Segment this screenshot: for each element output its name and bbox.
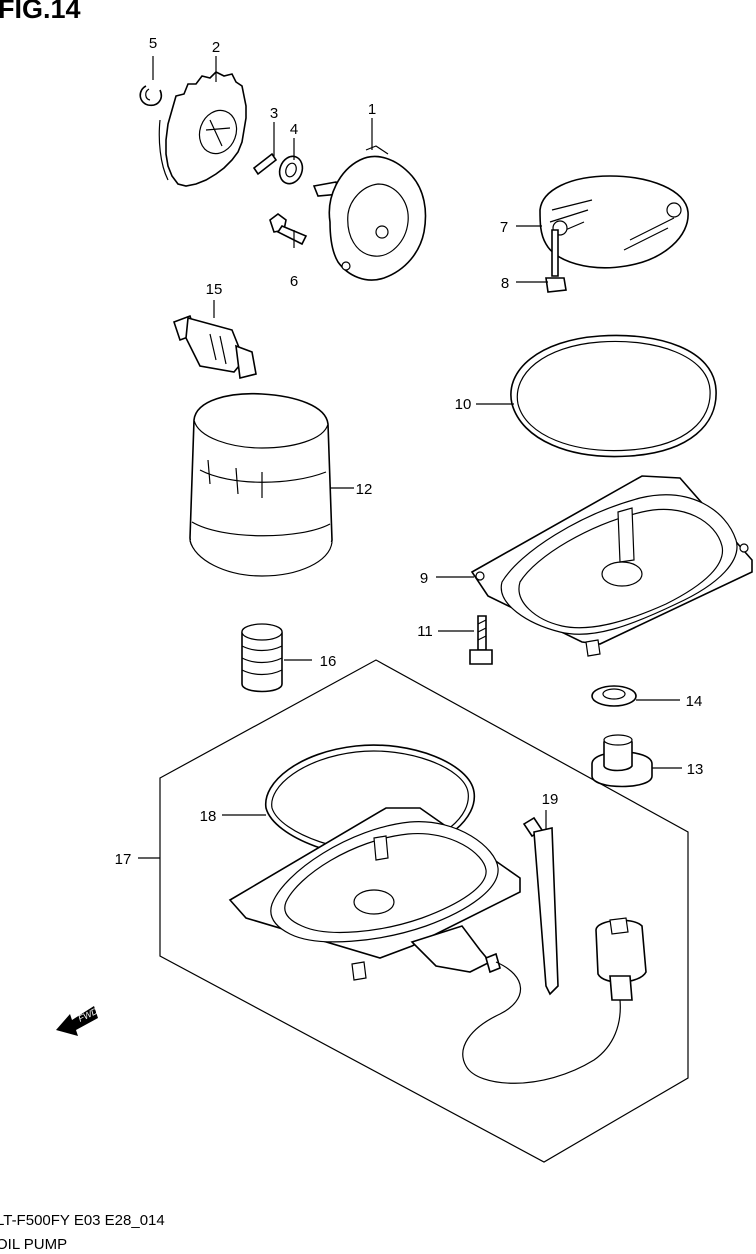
callout-15: 15 (206, 281, 223, 298)
callout-8: 8 (501, 275, 509, 292)
diagram-code: LT-F500FY E03 E28_014 (0, 1212, 165, 1229)
callout-10: 10 (455, 396, 472, 413)
part-3-pin[interactable] (252, 152, 278, 176)
callout-2: 2 (212, 39, 220, 56)
part-11-bolt[interactable] (469, 615, 493, 665)
part-6-bolt[interactable] (269, 213, 308, 246)
callout-7: 7 (500, 219, 508, 236)
callout-19: 19 (542, 791, 559, 808)
callout-14: 14 (686, 693, 703, 710)
callout-16: 16 (320, 653, 337, 670)
part-10-o-ring[interactable] (510, 334, 717, 458)
part-7-oil-strainer[interactable] (539, 175, 689, 269)
part-9-oil-sump-filter-cap[interactable] (470, 475, 753, 657)
callout-13: 13 (687, 761, 704, 778)
callout-3: 3 (270, 105, 278, 122)
part-12-oil-filter[interactable] (189, 392, 333, 577)
figure-title: FIG.14 (0, 0, 81, 24)
callout-4: 4 (290, 121, 298, 138)
part-1-oil-pump[interactable] (312, 145, 427, 281)
fwd-arrow-icon: FWD (56, 1006, 100, 1036)
part-17-oil-pan-assembly[interactable] (228, 807, 621, 1084)
part-19-temperature-sensor[interactable] (522, 816, 647, 1001)
part-13-drain-plug[interactable] (591, 734, 653, 788)
part-5-circlip[interactable] (139, 85, 163, 107)
part-15-oil-pressure-switch[interactable] (172, 314, 257, 379)
callout-18: 18 (200, 808, 217, 825)
callout-6: 6 (290, 273, 298, 290)
part-callouts: 5 2 3 4 1 6 7 8 15 10 12 9 11 16 14 13 1… (115, 35, 704, 868)
part-17-kit-outline (159, 659, 689, 1163)
leader-lines (138, 56, 682, 859)
part-8-bolt[interactable] (545, 229, 567, 293)
callout-12: 12 (356, 481, 373, 498)
part-4-washer[interactable] (276, 153, 306, 187)
part-14-gasket[interactable] (591, 685, 637, 707)
part-2-oil-pump-gear[interactable] (158, 71, 247, 187)
callout-9: 9 (420, 570, 428, 587)
callout-17: 17 (115, 851, 132, 868)
part-16-filter-element[interactable] (241, 623, 283, 693)
callout-1: 1 (368, 101, 376, 118)
callout-5: 5 (149, 35, 157, 52)
diagram-name: OIL PUMP (0, 1236, 68, 1253)
callout-11: 11 (417, 623, 433, 640)
